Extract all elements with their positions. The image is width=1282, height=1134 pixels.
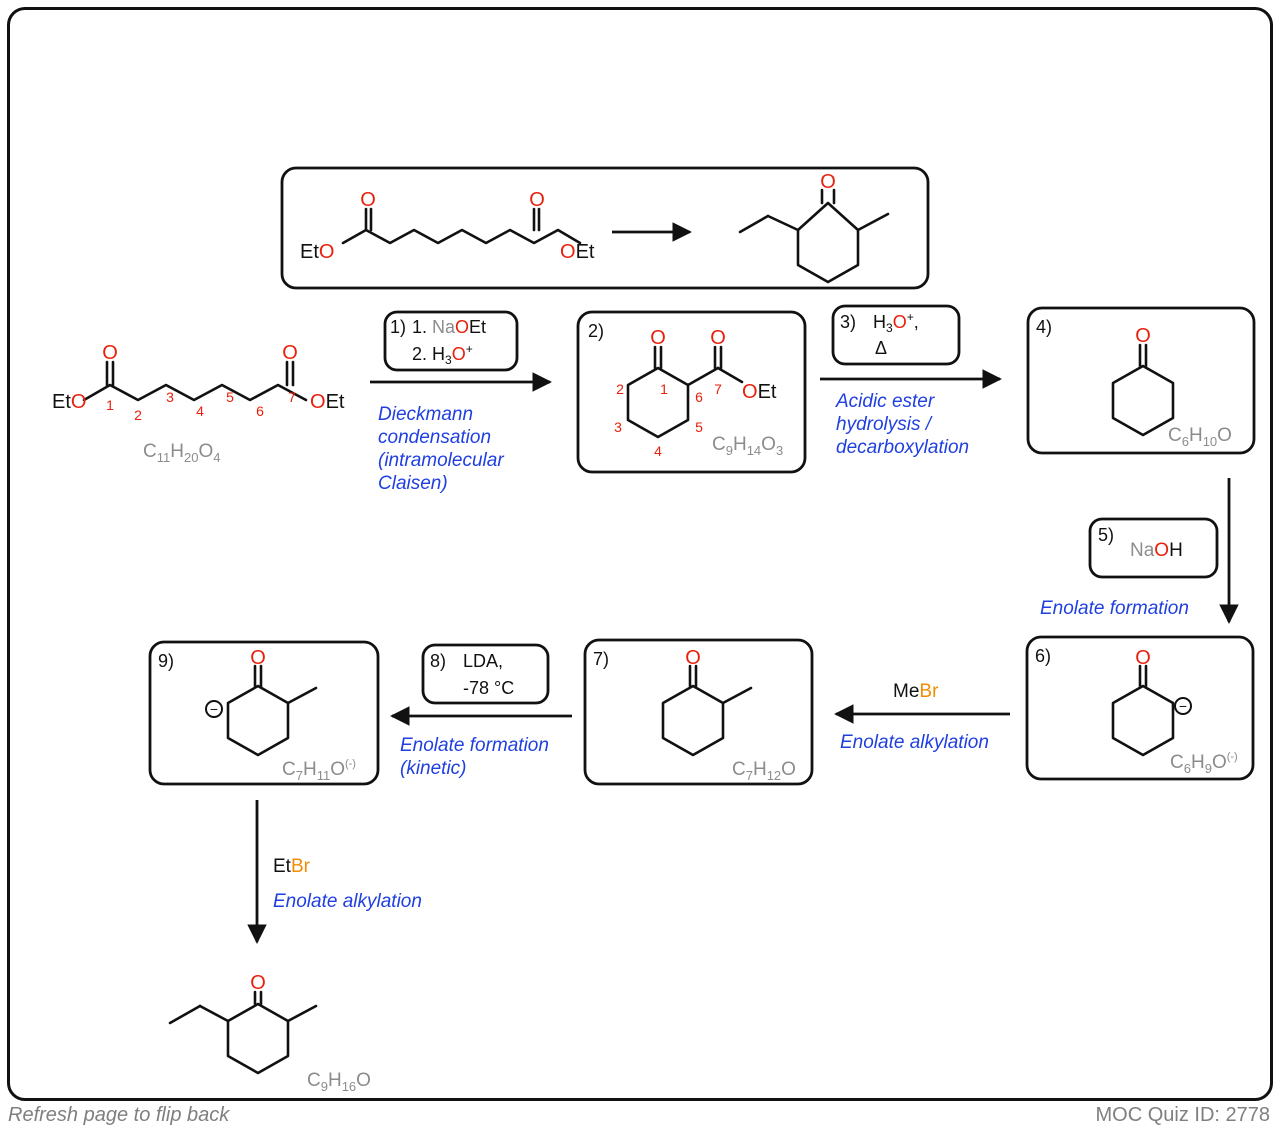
box9-negative-charge xyxy=(205,700,223,718)
start-carbonyl-o-left: O xyxy=(102,342,118,364)
starting-diester: O O EtO OEt 1 2 3 4 5 6 7 C11H20O4 xyxy=(52,342,345,465)
step3-heat: Δ xyxy=(875,338,887,358)
box2-beta-keto-ester: 2) O O OEt 1 2 3 4 5 6 7 C9H14O3 xyxy=(576,310,807,474)
box7-methylcyclohexanone: 7) O C7H12O xyxy=(583,638,814,786)
start-oet-label: OEt xyxy=(310,391,345,413)
start-carbon-number-4: 4 xyxy=(196,403,204,419)
step1-note-line2: condensation xyxy=(378,427,491,448)
box2-number-7: 7 xyxy=(714,381,722,397)
box9-label: 9) xyxy=(158,651,174,671)
box9-kinetic-enolate: 9) O − C7H11O(-) xyxy=(148,640,380,786)
step5: 5) NaOH Enolate formation xyxy=(1040,478,1239,624)
box4-label: 4) xyxy=(1036,317,1052,337)
step1: 1) 1. NaOEt 2. H3O+ Dieckmann condensati… xyxy=(370,310,552,494)
quiz-id: MOC Quiz ID: 2778 xyxy=(1095,1104,1270,1126)
start-carbon-number-6: 6 xyxy=(256,403,264,419)
step1-note-line1: Dieckmann xyxy=(378,404,473,425)
box6-formula: C6H9O(-) xyxy=(1170,751,1238,776)
box2-number-6: 6 xyxy=(695,389,703,405)
step1-label: 1) xyxy=(390,317,406,337)
step1-reagent-1: 1. NaOEt xyxy=(412,317,486,337)
svg-text:−: − xyxy=(1179,698,1187,714)
box9-ketone-o: O xyxy=(250,647,266,669)
final-product: O C9H16O xyxy=(168,972,371,1094)
start-carbon-number-5: 5 xyxy=(226,389,234,405)
box4-formula: C6H10O xyxy=(1168,425,1232,449)
box7-label: 7) xyxy=(593,649,609,669)
final-ketone-o: O xyxy=(250,972,266,994)
step3-reagent: H3O+, xyxy=(873,310,919,335)
box2-label: 2) xyxy=(588,321,604,341)
step8-reagent-line1: LDA, xyxy=(463,651,503,671)
box7-ketone-o: O xyxy=(685,647,701,669)
flip-hint[interactable]: Refresh page to flip back xyxy=(8,1104,230,1126)
start-carbonyl-o-right: O xyxy=(282,342,298,364)
step3-note-line3: decarboxylation xyxy=(836,437,969,458)
summary-product-o: O xyxy=(820,171,836,193)
box4-ketone-o: O xyxy=(1135,325,1151,347)
box2-ketone-o: O xyxy=(650,327,666,349)
step-etbr-note: Enolate alkylation xyxy=(273,891,422,912)
step3-note-line2: hydrolysis / xyxy=(836,414,933,435)
start-carbon-number-7: 7 xyxy=(288,389,296,405)
step-mebr-reagent: MeBr xyxy=(893,681,939,702)
step8-reagent-line2: -78 °C xyxy=(463,678,514,698)
box2-number-3: 3 xyxy=(614,419,622,435)
step8: 8) LDA, -78 °C Enolate formation (kineti… xyxy=(390,643,572,779)
step1-reagent-2: 2. H3O+ xyxy=(412,342,473,367)
box2-oet-label: OEt xyxy=(742,381,777,403)
step8-label: 8) xyxy=(430,651,446,671)
summary-box: O O EtO OEt O xyxy=(280,166,930,290)
step-etbr-reagent: EtBr xyxy=(273,856,311,877)
step-mebr-note: Enolate alkylation xyxy=(840,732,989,753)
final-formula: C9H16O xyxy=(307,1070,371,1094)
box6-negative-charge xyxy=(1174,697,1192,715)
box7-formula: C7H12O xyxy=(732,759,796,783)
diagram-frame xyxy=(7,7,1273,1101)
box2-number-4: 4 xyxy=(654,443,662,459)
start-carbon-number-3: 3 xyxy=(166,389,174,405)
box6-ketone-o: O xyxy=(1135,647,1151,669)
step1-note-line3: (intramolecular xyxy=(378,450,504,471)
step8-note-line2: (kinetic) xyxy=(400,758,467,779)
box2-formula: C9H14O3 xyxy=(712,434,783,458)
step3-label: 3) xyxy=(840,312,856,332)
summary-diester-chain xyxy=(341,228,582,245)
step5-note: Enolate formation xyxy=(1040,598,1189,619)
box9-formula: C7H11O(-) xyxy=(282,758,356,783)
step3-note-line1: Acidic ester xyxy=(835,391,935,412)
step5-reagent: NaOH xyxy=(1130,540,1183,561)
step-mebr: MeBr Enolate alkylation xyxy=(834,681,1010,753)
step3: 3) H3O+, Δ Acidic ester hydrolysis / dec… xyxy=(820,304,1002,458)
box6-enolate: 6) O − C6H9O(-) xyxy=(1025,635,1255,781)
box4-cyclohexanone: 4) O C6H10O xyxy=(1026,306,1256,455)
summary-oet-label: OEt xyxy=(560,241,595,263)
summary-eto-label: EtO xyxy=(300,241,334,263)
step5-label: 5) xyxy=(1098,525,1114,545)
box6-label: 6) xyxy=(1035,646,1051,666)
step8-note-line1: Enolate formation xyxy=(400,735,549,756)
step-etbr: EtBr Enolate alkylation xyxy=(247,800,422,944)
start-carbon-number-1: 1 xyxy=(106,397,114,413)
summary-product-ring xyxy=(796,201,860,284)
summary-carbonyl-o-right: O xyxy=(529,189,545,211)
start-carbon-number-2: 2 xyxy=(134,407,142,423)
svg-text:−: − xyxy=(210,701,218,717)
box2-number-2: 2 xyxy=(616,381,624,397)
box2-ester-o: O xyxy=(710,327,726,349)
start-eto-label: EtO xyxy=(52,391,86,413)
start-formula: C11H20O4 xyxy=(143,441,220,465)
box2-number-5: 5 xyxy=(695,419,703,435)
summary-carbonyl-o-left: O xyxy=(360,189,376,211)
step1-note-line4: Claisen) xyxy=(378,473,448,494)
box2-number-1: 1 xyxy=(660,381,668,397)
